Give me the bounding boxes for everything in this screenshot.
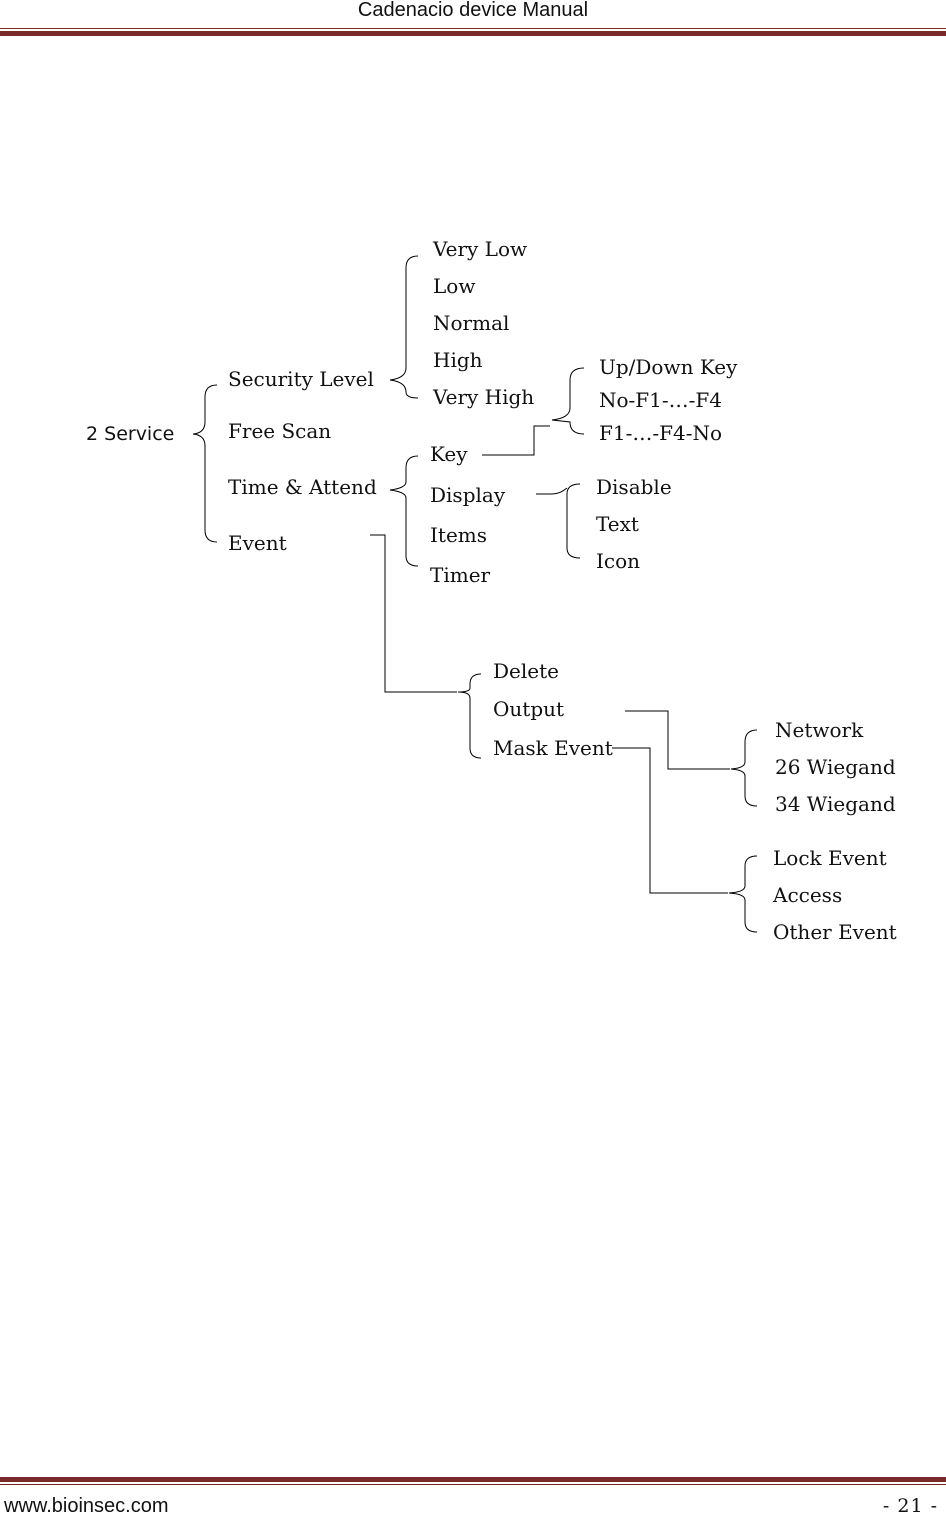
- node-very-low: Very Low: [433, 237, 528, 261]
- node-display: Display: [430, 483, 506, 507]
- node-lock-event: Lock Event: [773, 846, 887, 870]
- node-access: Access: [773, 883, 843, 907]
- node-26-wiegand: 26 Wiegand: [775, 755, 896, 779]
- node-no-f1-f4: No-F1-…-F4: [599, 388, 723, 412]
- node-low: Low: [433, 274, 476, 298]
- node-normal: Normal: [433, 311, 510, 335]
- node-text: Text: [596, 512, 639, 536]
- node-34-wiegand: 34 Wiegand: [775, 792, 896, 816]
- tree-root-label: 2 Service: [86, 423, 175, 445]
- node-icon: Icon: [596, 549, 641, 573]
- node-f1-f4-no: F1-…-F4-No: [599, 421, 723, 445]
- node-network: Network: [775, 718, 864, 742]
- footer-website: www.bioinsec.com: [4, 1495, 169, 1517]
- footer-page-number: - 21 -: [882, 1495, 938, 1517]
- node-free-scan: Free Scan: [228, 419, 332, 443]
- node-output: Output: [493, 697, 565, 721]
- footer-rule-thin: [0, 1484, 946, 1485]
- node-other-event: Other Event: [773, 920, 897, 944]
- node-time-attend: Time & Attend: [228, 475, 377, 499]
- node-key: Key: [430, 442, 468, 466]
- node-mask-event: Mask Event: [493, 736, 613, 760]
- node-delete: Delete: [493, 659, 559, 683]
- node-event: Event: [228, 531, 287, 555]
- footer-rule-thick: [0, 1477, 946, 1482]
- page-header-title: Cadenacio device Manual: [357, 0, 589, 21]
- node-timer: Timer: [430, 563, 491, 587]
- node-up-down-key: Up/Down Key: [599, 355, 738, 379]
- node-high: High: [433, 348, 483, 372]
- node-very-high: Very High: [433, 385, 535, 409]
- header-rule-thin: [0, 28, 946, 29]
- node-disable: Disable: [596, 475, 672, 499]
- node-security-level: Security Level: [228, 367, 374, 391]
- header-rule-thick: [0, 31, 946, 36]
- node-items: Items: [430, 523, 488, 547]
